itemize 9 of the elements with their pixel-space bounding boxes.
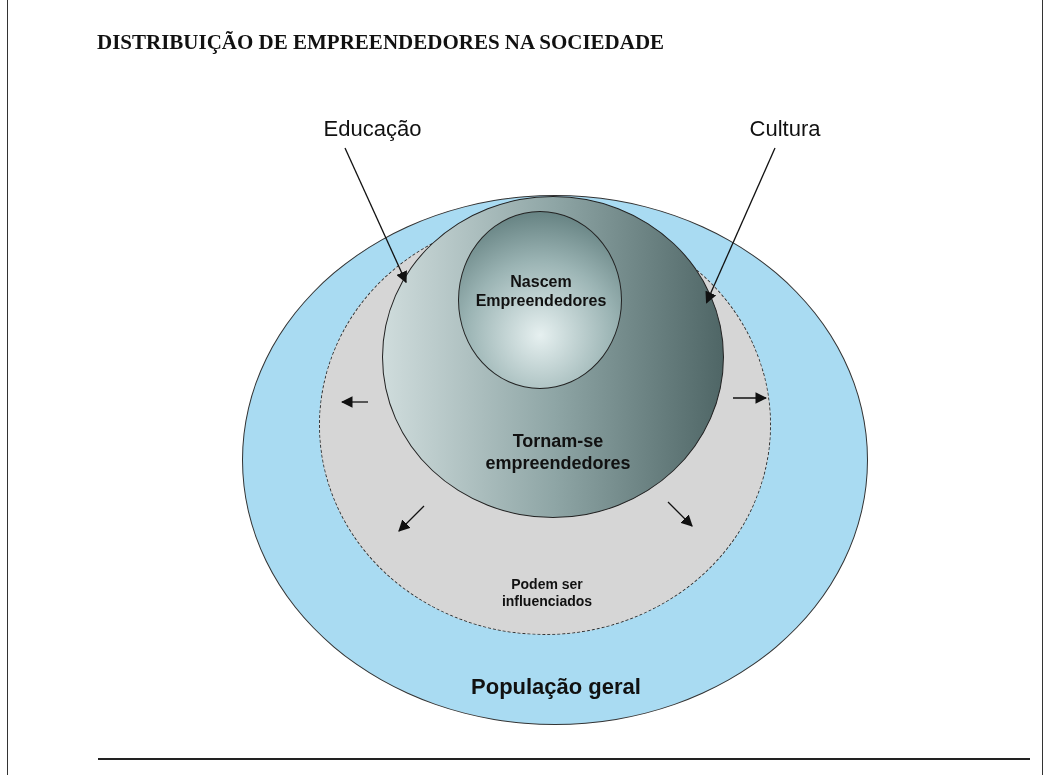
circle-label: População geral [470, 673, 642, 701]
arrow [705, 147, 776, 304]
circle-label: Podem ser influenciados [500, 576, 594, 610]
arrow [344, 147, 407, 284]
annotation-label: Educação [305, 112, 440, 146]
title: DISTRIBUIÇÃO DE EMPREENDEDORES NA SOCIEDADE [97, 30, 665, 55]
annotation-label: Cultura [730, 112, 840, 146]
circle-label: Nascem Empreendedores [474, 271, 608, 311]
circle-label: Tornam-se empreendedores [484, 431, 632, 475]
